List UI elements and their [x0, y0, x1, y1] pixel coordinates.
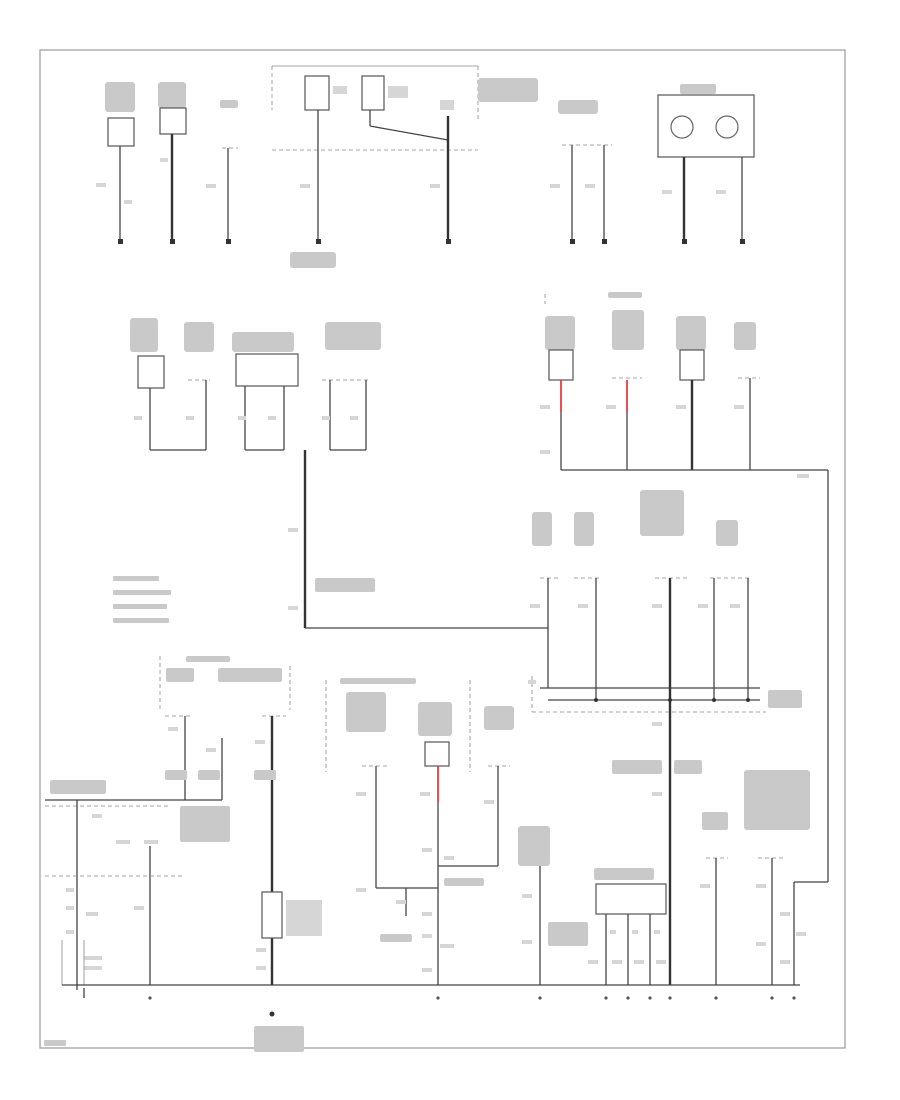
ground-terminal-9	[740, 239, 745, 244]
diagram-frame	[39, 49, 846, 1049]
ground-terminal-7	[602, 239, 607, 244]
component-label-6	[558, 100, 598, 114]
bottom-middle-cluster	[325, 678, 514, 985]
ground-terminal-3	[226, 239, 231, 244]
component-box-7	[137, 355, 165, 389]
legend	[113, 576, 171, 623]
bottom-ground-bus	[62, 984, 800, 1000]
speaker-left-icon	[670, 115, 694, 139]
component-label-1	[105, 82, 135, 112]
ground-point-label-bottom	[254, 1026, 304, 1052]
component-box-1	[107, 117, 135, 147]
middle-right-cluster	[528, 292, 829, 985]
component-box-10	[679, 349, 705, 381]
ground-terminal-6	[570, 239, 575, 244]
component-box-4	[304, 75, 330, 111]
component-box-5	[361, 75, 385, 111]
component-box-9	[548, 349, 574, 381]
middle-left-cluster	[130, 318, 548, 629]
component-label-3	[220, 100, 238, 108]
ground-terminal-4	[316, 239, 321, 244]
footer-mark	[44, 1040, 66, 1046]
component-box-11	[261, 891, 283, 939]
ground-terminal-2	[170, 239, 175, 244]
component-box-13	[595, 883, 667, 915]
component-label-2	[158, 82, 186, 108]
speaker-assembly-box	[657, 94, 755, 158]
ground-terminal-8	[682, 239, 687, 244]
bottom-right-cluster	[518, 770, 828, 985]
bottom-left-cluster	[45, 656, 322, 1052]
component-box-12	[424, 741, 450, 767]
ground-terminal-5	[446, 239, 451, 244]
speaker-right-icon	[715, 115, 739, 139]
top-row-components	[96, 65, 755, 268]
ground-terminal-1	[118, 239, 123, 244]
component-box-8	[235, 353, 299, 387]
ground-point-label-top	[290, 252, 336, 268]
component-box-2	[159, 107, 187, 135]
ground-point-main	[269, 1011, 275, 1017]
